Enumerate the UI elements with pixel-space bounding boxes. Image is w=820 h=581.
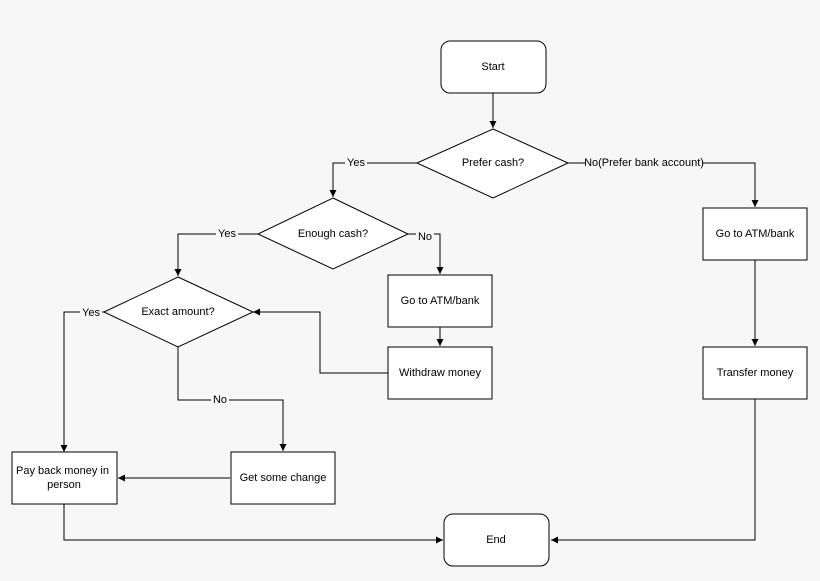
node-withdraw-money: Withdraw money xyxy=(387,346,493,400)
edge-exact-amount-yes xyxy=(60,311,104,452)
node-go-atm-right-label: Go to ATM/bank xyxy=(716,228,795,240)
node-pay-back-line-2: person xyxy=(47,479,81,491)
node-transfer-money-label: Transfer money xyxy=(717,367,794,379)
node-transfer-money: Transfer money xyxy=(702,346,808,400)
node-get-change: Get some change xyxy=(230,451,336,505)
node-withdraw-money-label: Withdraw money xyxy=(399,367,481,379)
edge-prefer-cash-yes xyxy=(329,162,417,197)
edge-pay-back-to-end xyxy=(63,504,443,544)
node-start-label: Start xyxy=(481,61,504,73)
node-pay-back-line-1: Pay back money in xyxy=(16,465,109,477)
edge-label-exact-yes: Yes xyxy=(82,307,100,319)
node-go-atm-left: Go to ATM/bank xyxy=(387,274,493,328)
edge-label-prefer-no: No(Prefer bank account) xyxy=(584,157,704,169)
node-enough-cash-label: Enough cash? xyxy=(298,228,368,240)
node-end-label: End xyxy=(486,534,506,546)
edge-label-exact-no: No xyxy=(213,394,227,406)
node-prefer-cash: Prefer cash? xyxy=(415,128,570,199)
edge-transfer-to-end xyxy=(551,399,756,544)
edge-exact-amount-no xyxy=(177,347,287,451)
node-pay-back: Pay back money in person xyxy=(11,451,118,505)
edge-labels: Yes No(Prefer bank account) Yes No Yes N… xyxy=(80,156,704,407)
edge-label-enough-yes: Yes xyxy=(218,228,236,240)
edge-withdraw-to-exact-amount xyxy=(253,308,388,374)
node-go-atm-right: Go to ATM/bank xyxy=(702,207,808,261)
node-get-change-label: Get some change xyxy=(240,472,327,484)
edge-label-prefer-yes: Yes xyxy=(347,157,365,169)
node-start: Start xyxy=(440,40,547,94)
node-go-atm-left-label: Go to ATM/bank xyxy=(401,295,480,307)
node-end: End xyxy=(443,513,550,567)
node-prefer-cash-label: Prefer cash? xyxy=(462,157,524,169)
edge-label-enough-no: No xyxy=(418,231,432,243)
node-exact-amount-label: Exact amount? xyxy=(141,306,214,318)
node-exact-amount: Exact amount? xyxy=(102,276,255,348)
node-enough-cash: Enough cash? xyxy=(256,197,410,270)
node-pay-back-label: Pay back money in person xyxy=(16,465,112,491)
